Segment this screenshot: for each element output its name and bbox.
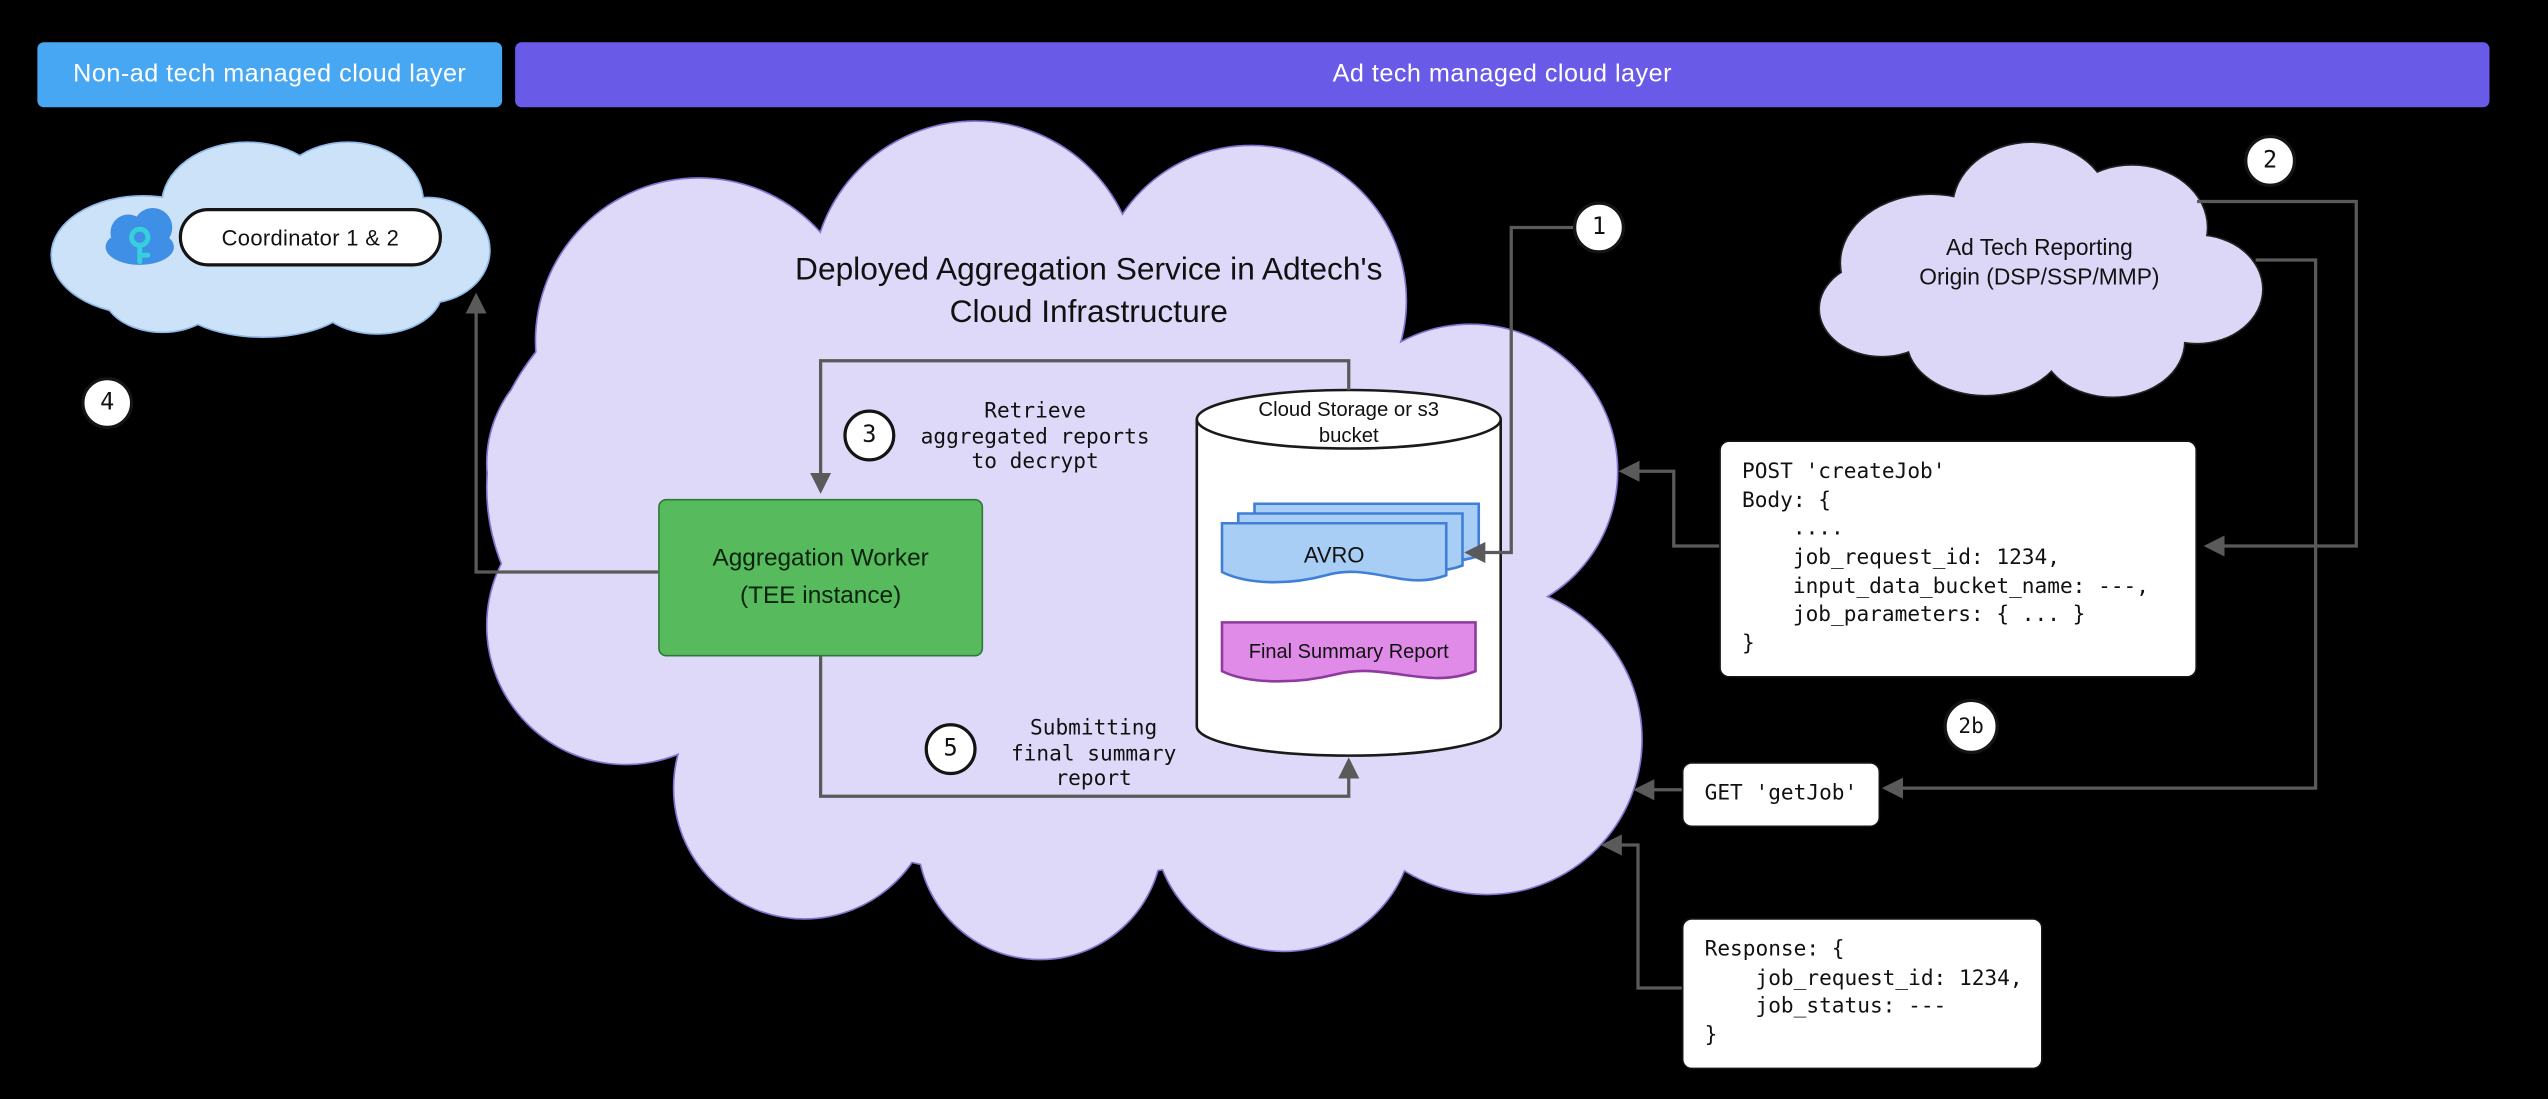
banner-non-ad-tech-layer: Non-ad tech managed cloud layer [37, 42, 503, 108]
step-badge-1: 1 [1573, 201, 1625, 254]
connector-step1-reports-to-bucket [1464, 225, 1573, 564]
step-badge-2b: 2b [1943, 698, 1999, 754]
step5-annotation: Submitting final summary report [1010, 716, 1177, 792]
connector-step2b-origin-to-getjob [1881, 258, 2318, 799]
getjob-response-box: Response: { job_request_id: 1234, job_st… [1681, 918, 2043, 1069]
coordinator-key-icon [105, 208, 174, 265]
banner-ad-tech-layer: Ad tech managed cloud layer [515, 42, 2490, 108]
connector-step2-origin-to-createjob [2197, 199, 2358, 557]
bucket-label: Cloud Storage or s3 bucket [1258, 398, 1440, 448]
connectors [465, 199, 2358, 990]
connector-step3-bucket-to-worker [810, 359, 1351, 494]
connector-createjob-to-cloud [1618, 460, 1720, 548]
coordinator-label: Coordinator 1 & 2 [178, 208, 442, 267]
final-summary-report-label: Final Summary Report [1248, 640, 1449, 663]
connector-step5-worker-to-bucket [819, 656, 1360, 798]
step-badge-4: 4 [81, 377, 134, 429]
final-summary-report-doc [1220, 621, 1477, 683]
aggregation-worker-box: Aggregation Worker (TEE instance) [658, 498, 984, 657]
avro-label: AVRO [1303, 542, 1365, 568]
connector-response-to-cloud [1600, 834, 1682, 990]
step-badge-2: 2 [2244, 134, 2297, 187]
reporting-origin-cloud [1818, 141, 2264, 399]
connector-step4-worker-to-coordinator [465, 292, 659, 574]
getjob-request-box: GET 'getJob' [1681, 762, 1880, 827]
step3-annotation: Retrieve aggregated reports to decrypt [920, 399, 1150, 475]
service-cloud-title: Deployed Aggregation Service in Adtech's… [795, 251, 1383, 331]
step-badge-3: 3 [843, 409, 896, 462]
createjob-request-box: POST 'createJob' Body: { .... job_reques… [1719, 440, 2197, 678]
reporting-origin-label: Ad Tech Reporting Origin (DSP/SSP/MMP) [1919, 234, 2160, 291]
avro-reports-stack [1220, 502, 1481, 584]
step-badge-5: 5 [924, 723, 977, 776]
